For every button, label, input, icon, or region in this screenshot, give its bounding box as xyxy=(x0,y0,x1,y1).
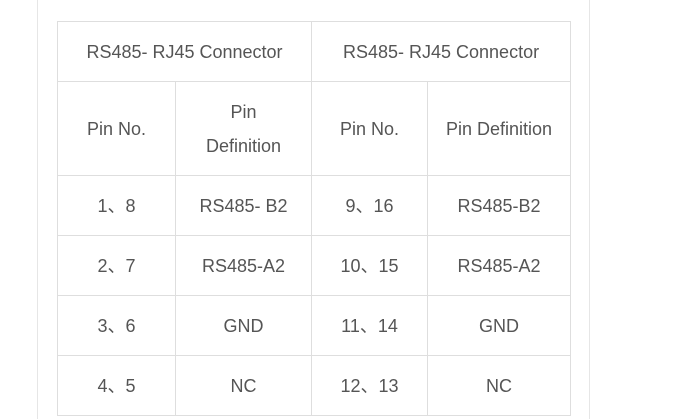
table-header-row: Pin No. Pin Definition Pin No. Pin Defin… xyxy=(57,81,572,176)
table-row: 3、6 GND 11、14 GND xyxy=(57,295,572,356)
cell-pin-no: 3、6 xyxy=(57,295,176,356)
cell-pin-no: 10、15 xyxy=(311,235,429,296)
cell-pin-no: 11、14 xyxy=(311,295,429,356)
header-pin-definition-right: Pin Definition xyxy=(427,81,572,176)
connector-title-left: RS485- RJ45 Connector xyxy=(56,21,313,82)
table-title-row: RS485- RJ45 Connector RS485- RJ45 Connec… xyxy=(56,21,572,82)
table-row: 2、7 RS485-A2 10、15 RS485-A2 xyxy=(57,235,572,296)
cell-pin-definition: GND xyxy=(427,295,572,356)
cell-pin-no: 4、5 xyxy=(57,355,176,416)
cell-pin-no: 2、7 xyxy=(57,235,176,296)
cell-pin-definition: RS485-A2 xyxy=(427,235,572,296)
cell-pin-no: 12、13 xyxy=(311,355,429,416)
cell-pin-definition: RS485-A2 xyxy=(174,235,313,296)
cell-pin-definition: RS485- B2 xyxy=(174,175,313,236)
cell-pin-definition: RS485-B2 xyxy=(427,175,572,236)
cell-pin-no: 1、8 xyxy=(57,175,176,236)
header-pin-no-left: Pin No. xyxy=(57,81,176,176)
cell-pin-definition: NC xyxy=(174,355,313,416)
cell-pin-definition: GND xyxy=(174,295,313,356)
content-frame-right-border xyxy=(589,0,590,419)
pin-definition-table: RS485- RJ45 Connector RS485- RJ45 Connec… xyxy=(56,21,572,416)
table-row: 4、5 NC 12、13 NC xyxy=(57,355,572,416)
header-pin-no-right: Pin No. xyxy=(311,81,429,176)
cell-pin-no: 9、16 xyxy=(311,175,429,236)
table-row: 1、8 RS485- B2 9、16 RS485-B2 xyxy=(57,175,572,236)
content-frame-left-border xyxy=(37,0,38,419)
header-pin-definition-left: Pin Definition xyxy=(174,81,313,176)
cell-pin-definition: NC xyxy=(427,355,572,416)
connector-title-right: RS485- RJ45 Connector xyxy=(311,21,572,82)
